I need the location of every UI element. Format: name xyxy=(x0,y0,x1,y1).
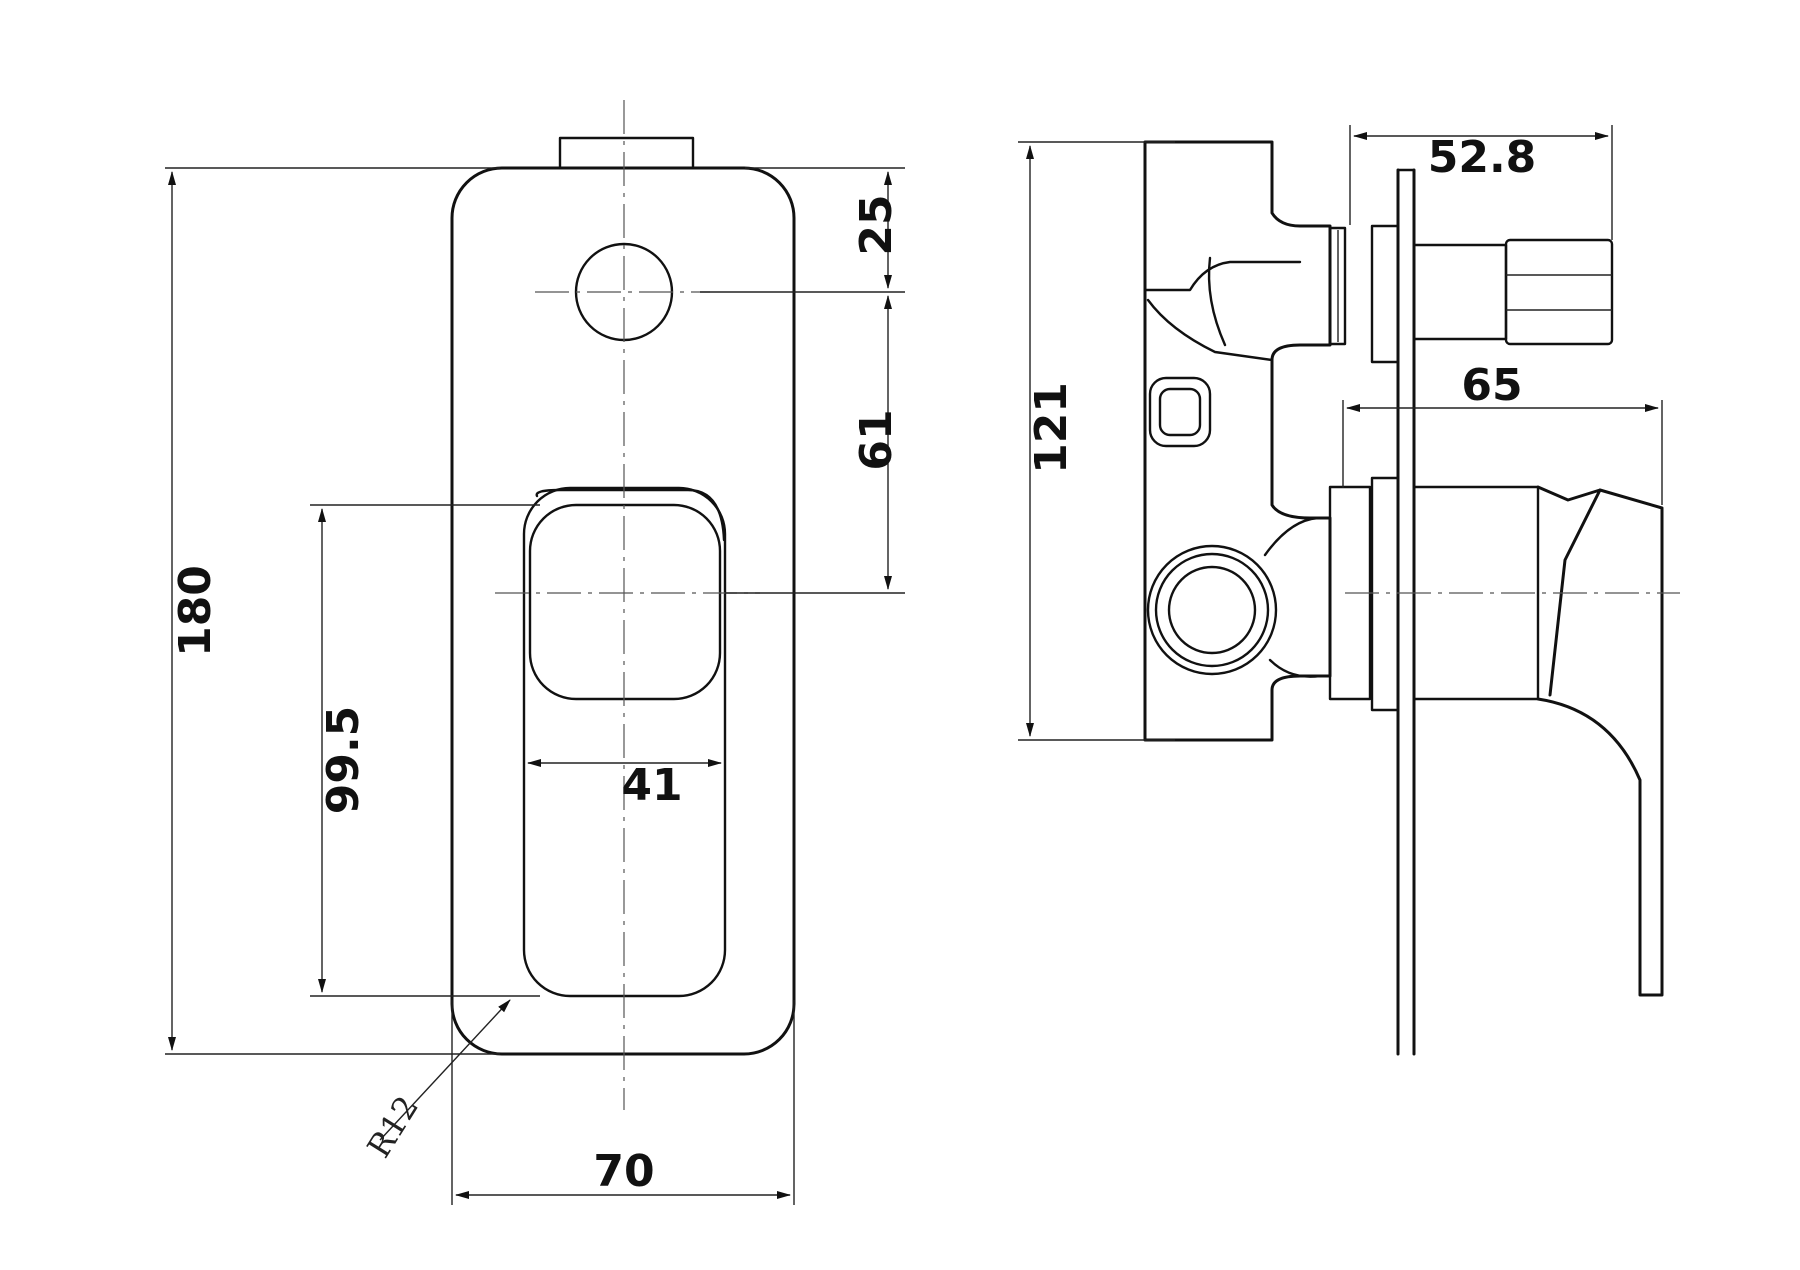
dim-label-70: 70 xyxy=(593,1146,654,1197)
dim-label-180: 180 xyxy=(170,565,221,657)
upper-body-neck xyxy=(1146,298,1274,362)
dim-label-25: 25 xyxy=(851,194,902,255)
top-outlet-stub xyxy=(558,136,695,170)
dim-label-61: 61 xyxy=(851,409,902,470)
diverter-stem xyxy=(1412,243,1508,341)
side-view: 121 52.8 65 xyxy=(1018,125,1680,1056)
valve-body-outline xyxy=(1143,140,1332,742)
cartridge-collar xyxy=(1370,476,1400,712)
side-port-outer xyxy=(1146,544,1278,676)
side-port-connector xyxy=(1263,516,1322,678)
front-view: 180 25 61 99.5 41 70 R12 xyxy=(165,100,905,1205)
dim-label-65: 65 xyxy=(1461,360,1522,411)
diverter-thread xyxy=(1328,226,1347,346)
lever-inner-edge xyxy=(535,488,726,542)
diverter-flange xyxy=(1370,224,1400,364)
lever-highlight xyxy=(528,503,722,701)
small-port-inner xyxy=(1158,387,1202,437)
dim-label-99-5: 99.5 xyxy=(318,706,369,815)
upper-body-curve xyxy=(1207,256,1227,347)
upper-body-detail xyxy=(1143,260,1302,292)
diverter-knob-side xyxy=(1504,238,1614,346)
cover-plate xyxy=(450,166,796,1056)
dim-label-121: 121 xyxy=(1026,382,1077,474)
side-port-inner xyxy=(1167,565,1257,655)
lever-handle xyxy=(1536,485,1664,997)
small-port-outer xyxy=(1148,376,1212,448)
dim-label-52-8: 52.8 xyxy=(1428,132,1537,183)
dim-label-41: 41 xyxy=(621,760,682,811)
side-port-mid xyxy=(1154,552,1270,668)
radius-leader xyxy=(379,999,511,1141)
